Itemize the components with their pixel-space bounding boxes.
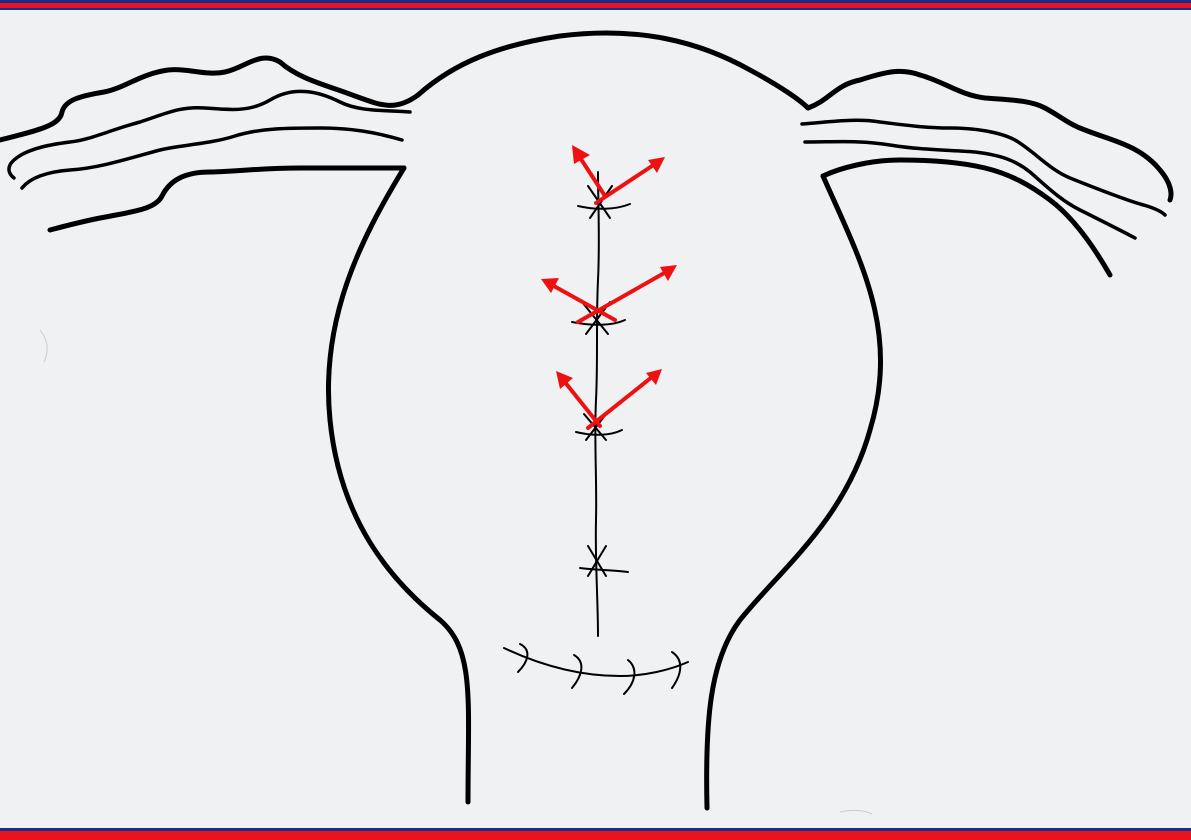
top-frame-bar [0, 0, 1191, 10]
bottom-frame-bar [0, 828, 1191, 840]
